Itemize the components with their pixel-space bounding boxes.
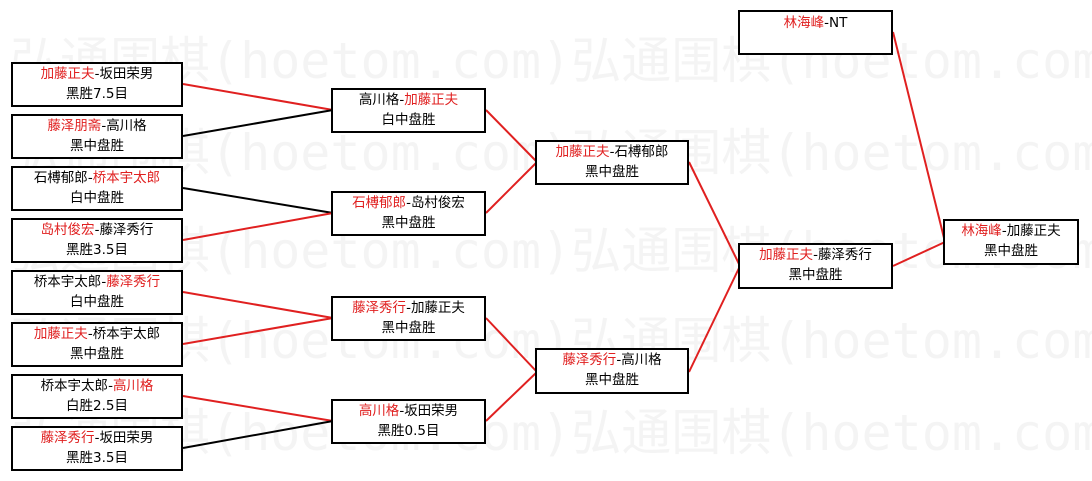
player-name: 高川格 xyxy=(106,118,147,134)
player-name: 加藤正夫 xyxy=(555,144,610,160)
player-name: 加藤正夫 xyxy=(410,300,465,316)
connector-line xyxy=(182,317,334,345)
connector-line xyxy=(485,317,538,373)
player-name: 坂田荣男 xyxy=(99,430,154,446)
match-box-round2: 石榑郁郎-岛村俊宏 黑中盘胜 xyxy=(331,191,486,236)
player-name: 桥本宇太郎 xyxy=(92,170,161,186)
connector-line xyxy=(485,109,538,163)
connector-line xyxy=(182,395,334,422)
connector-line xyxy=(688,265,741,373)
match-box-round1: 桥本宇太郎-高川格 白胜2.5目 xyxy=(11,374,183,419)
match-result: 黑中盘胜 xyxy=(381,320,436,336)
player-name: 藤泽秀行 xyxy=(352,300,407,316)
match-result: 白中盘胜 xyxy=(381,112,436,128)
player-name: 加藤正夫 xyxy=(759,247,814,263)
match-box-final: 林海峰-加藤正夫 黑中盘胜 xyxy=(943,219,1079,265)
match-box-round1: 岛村俊宏-藤泽秀行 黑胜3.5目 xyxy=(11,218,183,263)
match-box-round1: 桥本宇太郎-藤泽秀行 白中盘胜 xyxy=(11,270,183,315)
player-name: 高川格 xyxy=(358,92,400,108)
player-name: 坂田荣男 xyxy=(99,66,154,82)
player-name: 藤泽朋斋 xyxy=(47,118,102,134)
player-name: 高川格 xyxy=(358,403,400,419)
player-name: 藤泽秀行 xyxy=(817,247,872,263)
match-box-round2: 高川格-加藤正夫 白中盘胜 xyxy=(331,88,486,133)
player-name: 桥本宇太郎 xyxy=(92,326,161,342)
connector-line xyxy=(688,161,741,267)
match-result: 黑胜3.5目 xyxy=(66,242,128,258)
player-name: 岛村俊宏 xyxy=(410,195,465,211)
player-name: 加藤正夫 xyxy=(404,92,459,108)
match-box-round2: 高川格-坂田荣男 黑胜0.5目 xyxy=(331,399,486,444)
player-name: 坂田荣男 xyxy=(404,403,459,419)
player-name: 加藤正夫 xyxy=(33,326,88,342)
match-result: 白中盘胜 xyxy=(70,294,124,310)
match-result: 黑中盘胜 xyxy=(984,243,1038,259)
match-box-round3: 加藤正夫-石榑郁郎 黑中盘胜 xyxy=(535,140,689,185)
player-name: 桥本宇太郎 xyxy=(33,274,102,290)
match-result: 黑中盘胜 xyxy=(788,267,843,283)
connector-line xyxy=(892,31,946,243)
connector-line xyxy=(182,83,334,111)
player-name: 林海峰 xyxy=(783,15,825,31)
match-result: 黑中盘胜 xyxy=(70,138,124,154)
player-name: 加藤正夫 xyxy=(40,66,95,82)
match-box-round1: 藤泽朋斋-高川格 黑中盘胜 xyxy=(11,114,183,159)
player-name: 石榑郁郎 xyxy=(352,195,407,211)
match-result: 黑中盘胜 xyxy=(381,215,436,231)
player-name: 石榑郁郎 xyxy=(33,170,88,186)
match-box-round3: 藤泽秀行-高川格 黑中盘胜 xyxy=(535,348,689,394)
player-name: 岛村俊宏 xyxy=(40,222,95,238)
match-result: 黑中盘胜 xyxy=(585,164,639,180)
match-result: 黑中盘胜 xyxy=(70,346,124,362)
match-result: 黑中盘胜 xyxy=(585,372,639,388)
match-result: 黑胜7.5目 xyxy=(66,86,128,102)
player-name: 石榑郁郎 xyxy=(614,144,669,160)
match-box-seed: 林海峰-NT xyxy=(738,10,893,55)
match-box-round1: 加藤正夫-坂田荣男 黑胜7.5目 xyxy=(11,62,183,107)
match-box-round1: 石榑郁郎-桥本宇太郎 白中盘胜 xyxy=(11,166,183,211)
connector-line xyxy=(182,420,334,449)
connector-line xyxy=(892,241,946,267)
player-name: 藤泽秀行 xyxy=(40,430,95,446)
player-name: 高川格 xyxy=(621,352,662,368)
player-name: 桥本宇太郎 xyxy=(40,378,109,394)
match-box-round1: 藤泽秀行-坂田荣男 黑胜3.5目 xyxy=(11,426,183,471)
player-name: 藤泽秀行 xyxy=(99,222,154,238)
connector-line xyxy=(182,291,334,319)
connector-line xyxy=(485,371,538,422)
player-name: 加藤正夫 xyxy=(1006,223,1061,239)
match-result: 黑胜3.5目 xyxy=(66,450,128,466)
player-name: 藤泽秀行 xyxy=(106,274,161,290)
match-box-round2: 藤泽秀行-加藤正夫 黑中盘胜 xyxy=(331,296,486,341)
connector-line xyxy=(182,212,334,241)
connector-line xyxy=(485,161,538,214)
match-box-semifinal: 加藤正夫-藤泽秀行 黑中盘胜 xyxy=(738,243,893,289)
player-name: 藤泽秀行 xyxy=(562,352,617,368)
match-result: 黑胜0.5目 xyxy=(377,423,440,439)
player-name: 林海峰 xyxy=(961,223,1002,239)
player-name: NT xyxy=(829,15,848,31)
connector-line xyxy=(182,187,334,214)
match-result: 白中盘胜 xyxy=(70,190,124,206)
connector-line xyxy=(182,109,334,137)
match-box-round1: 加藤正夫-桥本宇太郎 黑中盘胜 xyxy=(11,322,183,367)
player-name: 高川格 xyxy=(112,378,154,394)
match-result: 白胜2.5目 xyxy=(66,398,128,414)
